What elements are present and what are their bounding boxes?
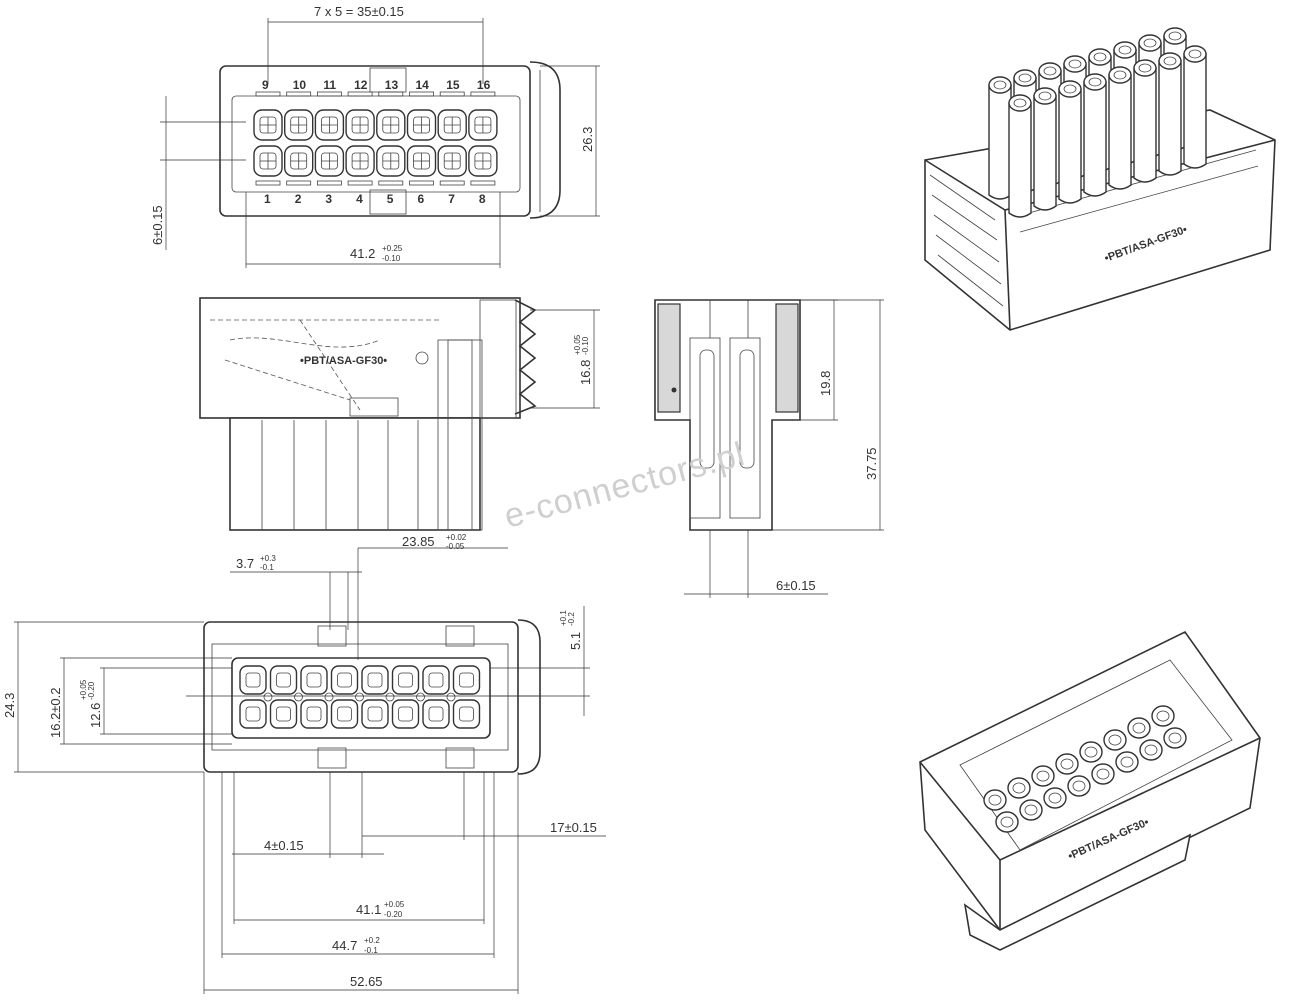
front-cavity [239,699,267,729]
side-height-dimension: 16.8 [578,360,593,385]
section-inner-height: 19.8 [818,371,833,396]
front-view: 23.85 +0.02 -0.05 3.7 +0.3 -0.1 24.3 16.… [2,533,606,994]
section-total-height: 37.75 [864,447,879,480]
front-cavity [391,699,420,729]
top-offset-dimension-front: 23.85 [402,534,435,549]
pin-label: 6 [418,192,425,206]
pin-label: 16 [477,78,491,92]
section-view: 19.8 37.75 6±0.15 [654,299,884,598]
top-view-latch [529,61,561,219]
svg-text:+0.02: +0.02 [446,533,467,542]
front-cavity [269,699,298,729]
svg-text:-0.20: -0.20 [87,681,96,700]
latch-offset-dimension: 5.1 [568,632,583,650]
front-height-dimension: 24.3 [2,693,17,718]
front-cavity [361,665,389,695]
pin-label: 4 [356,192,363,206]
svg-text:-0.2: -0.2 [567,612,576,626]
pin-label: 10 [293,78,307,92]
top-width-dimension: 41.2 [350,246,375,261]
inner-height-dimension: 16.2±0.2 [48,687,63,738]
svg-text:-0.20: -0.20 [384,910,403,919]
svg-text:-0.1: -0.1 [364,946,378,955]
front-cavity [452,699,481,729]
rib-width-dimension: 4±0.15 [264,838,304,853]
pin-label: 15 [446,78,460,92]
svg-text:+0.05: +0.05 [79,679,88,700]
top-view-cavities [253,109,498,177]
pitch-dimension: 7 x 5 = 35±0.15 [314,4,404,19]
top-pin-labels-lower: 1 2 3 4 5 6 7 8 [255,180,496,206]
pin-label: 12 [354,78,368,92]
svg-text:+0.1: +0.1 [559,610,568,626]
svg-text:-0.10: -0.10 [581,336,590,355]
front-cavity [269,665,298,695]
front-cavity [330,699,359,729]
material-marking-side: •PBT/ASA-GF30• [300,355,387,367]
isometric-view-pins: •PBT/ASA-GF30• [924,27,1276,331]
cavity-height-dimension: 12.6 [88,703,103,728]
isometric-view-front: •PBT/ASA-GF30• [919,630,1261,951]
pin-label: 7 [448,192,455,206]
side-view-shroud [229,417,481,531]
slot-width-dimension: 3.7 [236,556,254,571]
front-cavity [391,665,420,695]
front-cavity [452,665,481,695]
pin-label: 9 [262,78,269,92]
side-view-ribs [514,299,537,415]
side-view: •PBT/ASA-GF30• 16.8 +0.05 -0.10 [199,297,600,531]
outer-width-dimension: 44.7 [332,938,357,953]
svg-text:+0.3: +0.3 [260,554,276,563]
front-cavity [422,665,450,695]
pin-label: 13 [385,78,399,92]
front-cavity [422,699,450,729]
pin-label: 8 [479,192,486,206]
front-cavity [300,699,328,729]
inner-width-dimension: 41.1 [356,902,381,917]
pin-label: 3 [325,192,332,206]
svg-text:+0.2: +0.2 [364,936,380,945]
top-offset-dimension: 6±0.15 [150,205,165,245]
front-cavity [330,665,359,695]
front-cavity [239,665,267,695]
pin-label: 2 [295,192,302,206]
svg-text:-0.10: -0.10 [382,254,401,263]
top-height-dimension: 26.3 [580,127,595,152]
front-cavity [300,665,328,695]
total-width-dimension: 52.65 [350,974,383,989]
front-view-latch [517,619,541,775]
front-view-cavities [239,665,481,729]
svg-text:-0.05: -0.05 [446,542,465,551]
pin-label: 5 [387,192,394,206]
section-width-dimension: 6±0.15 [776,578,816,593]
front-cavity [361,699,389,729]
svg-text:+0.05: +0.05 [573,334,582,355]
svg-text:-0.1: -0.1 [260,563,274,572]
svg-text:+0.25: +0.25 [382,244,403,253]
svg-text:+0.05: +0.05 [384,900,405,909]
top-view-outline [219,65,531,217]
pin-label: 11 [323,78,336,92]
center-offset-dimension: 17±0.15 [550,820,597,835]
pin-label: 1 [264,192,271,206]
top-pin-labels-upper: 9 10 11 12 13 14 15 16 [255,78,496,97]
pin-label: 14 [416,78,430,92]
